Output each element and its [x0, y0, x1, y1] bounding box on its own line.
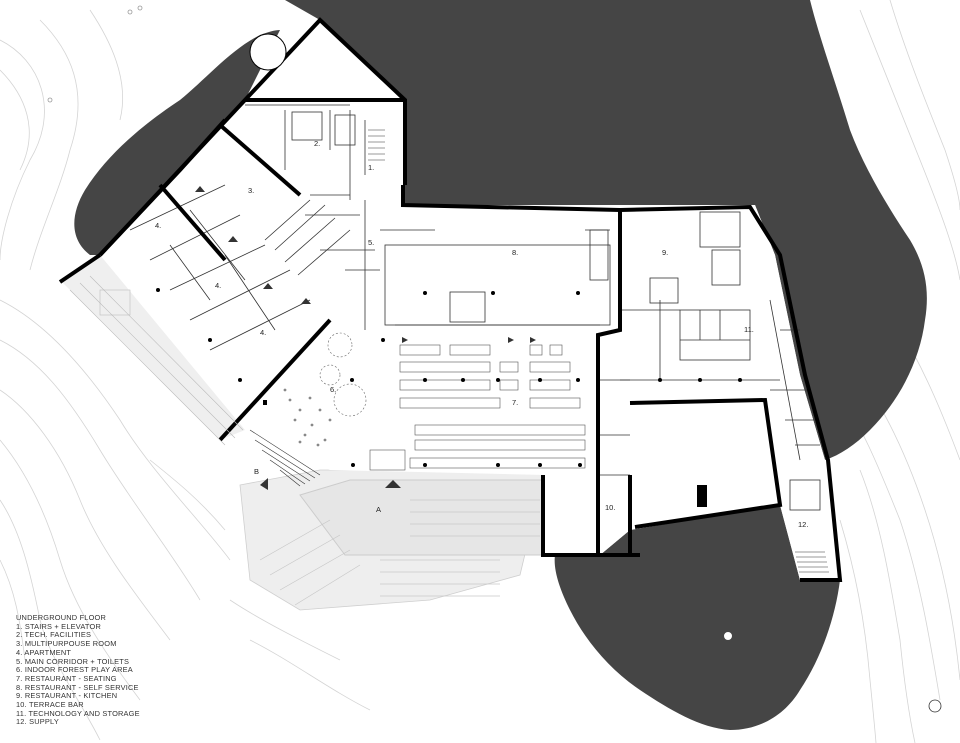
section-mark-a: A [376, 505, 381, 514]
legend-item: 9. RESTAURANT - KITCHEN [16, 691, 118, 701]
legend-item: 6. INDOOR FOREST PLAY AREA [16, 665, 133, 675]
legend-item: 7. RESTAURANT - SEATING [16, 673, 117, 683]
room-label-12: 12. [798, 520, 808, 529]
forest-play-area [283, 388, 332, 447]
room-label-2: 2. [314, 139, 320, 148]
room-label-8: 8. [512, 248, 518, 257]
room-label-7: 7. [512, 398, 518, 407]
room-label-6: 6. [330, 385, 336, 394]
legend-item: 3. MULTIPURPOUSE ROOM [16, 639, 117, 649]
entrance-rotunda [249, 33, 287, 71]
room-label-5: 5. [368, 238, 374, 247]
lower-terrace [239, 469, 546, 611]
room-label-1: 1. [368, 163, 374, 172]
rock-mass [74, 0, 927, 730]
interior-walls [129, 104, 829, 573]
restaurant-tables [369, 344, 586, 471]
legend-item: 4. APARTMENT [16, 647, 72, 657]
room-label-3: 3. [248, 186, 254, 195]
legend-item: 5. MAIN CORRIDOR + TOILETS [16, 656, 130, 666]
room-label-4c: 4. [260, 328, 266, 337]
room-label-4b: 4. [215, 281, 221, 290]
room-label-4a: 4. [155, 221, 161, 230]
room-label-11: 11. [744, 325, 754, 334]
exterior-walls [58, 17, 843, 582]
section-mark-b: B [254, 467, 259, 476]
legend: UNDERGROUND FLOOR 1. STAIRS + ELEVATOR 2… [16, 613, 140, 727]
section-markers [195, 186, 536, 490]
legend-item: 10. TERRACE BAR [16, 700, 84, 710]
legend-item: 1. STAIRS + ELEVATOR [16, 621, 101, 631]
rock-inset-feature [697, 485, 707, 507]
columns [156, 288, 742, 467]
legend-title: UNDERGROUND FLOOR [16, 613, 107, 622]
room-label-9: 9. [662, 248, 668, 257]
room-label-10: 10. [605, 503, 615, 512]
legend-item: 8. RESTAURANT - SELF SERVICE [16, 682, 139, 692]
forest-trees [319, 332, 367, 417]
legend-item: 2. TECH. FACILITIES [16, 630, 92, 640]
legend-item: 11. TECHNOLOGY AND STORAGE [16, 708, 140, 718]
legend-item: 12. SUPPLY [16, 717, 59, 727]
room-labels: 1. 2. 3. 4. 4. 4. 5. 6. 7. 8. 9. 10. 11.… [155, 139, 808, 529]
terrace-hatch [69, 275, 244, 446]
